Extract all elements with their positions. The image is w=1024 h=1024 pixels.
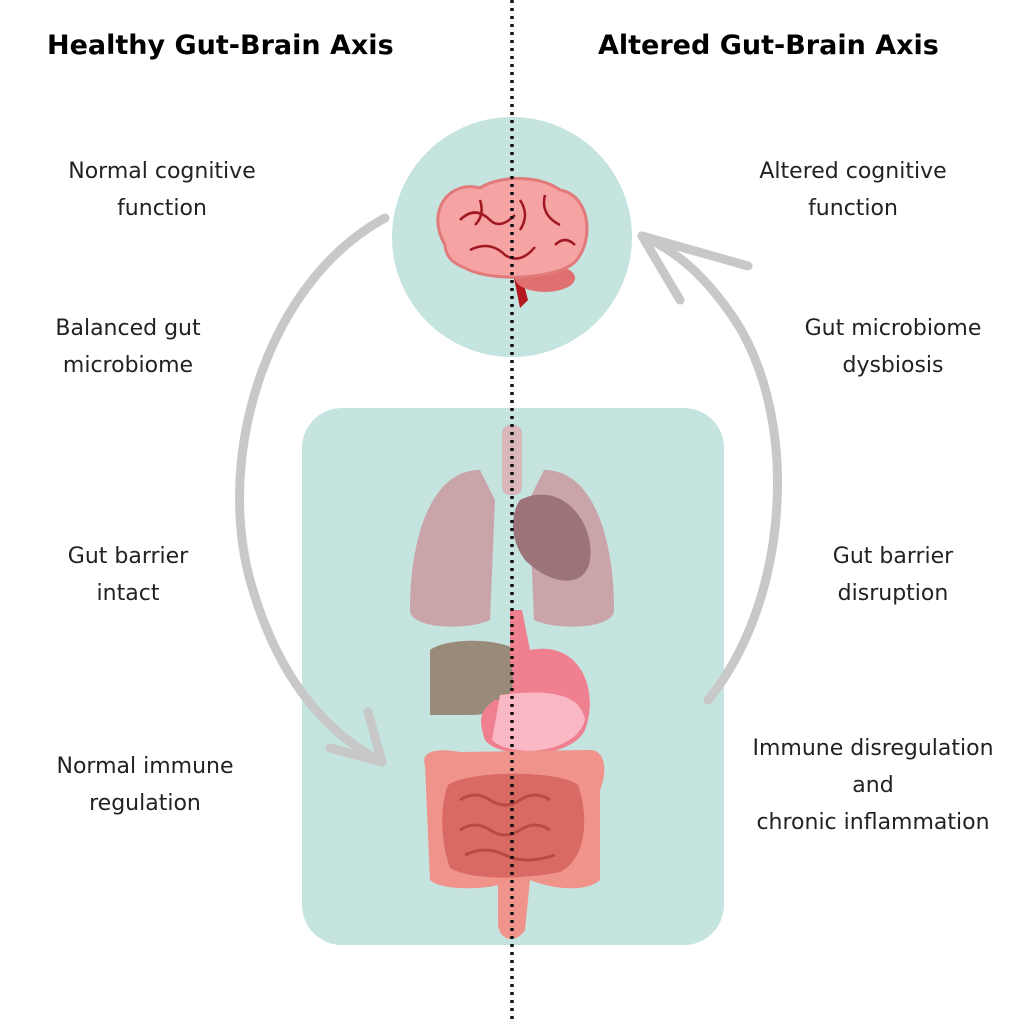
- label-line: Normal cognitive: [68, 159, 256, 184]
- left-title: Healthy Gut-Brain Axis: [47, 30, 394, 61]
- label-barrier-intact: Gut barrier intact: [68, 538, 188, 612]
- label-line: microbiome: [62, 353, 194, 378]
- label-line: Immune disregulation: [752, 736, 994, 761]
- label-line: function: [808, 196, 898, 221]
- label-line: intact: [96, 581, 160, 606]
- label-line: Gut barrier: [832, 544, 954, 569]
- label-line: Gut barrier: [67, 544, 189, 569]
- brain-icon: [436, 177, 589, 308]
- label-line: regulation: [89, 791, 201, 816]
- label-barrier-disruption: Gut barrier disruption: [833, 538, 953, 612]
- right-cycle-arrow: [637, 231, 782, 705]
- label-line: Altered cognitive: [759, 159, 947, 184]
- left-cycle-arrow: [235, 213, 390, 767]
- label-dysbiosis: Gut microbiome dysbiosis: [805, 310, 982, 384]
- label-line: Gut microbiome: [804, 316, 982, 341]
- label-balanced-microbiome: Balanced gut microbiome: [55, 310, 200, 384]
- label-altered-cognitive: Altered cognitive function: [759, 153, 946, 227]
- label-line: chronic inflammation: [756, 810, 990, 835]
- label-line: and: [852, 773, 894, 798]
- label-line: function: [117, 196, 207, 221]
- right-title: Altered Gut-Brain Axis: [598, 30, 939, 61]
- label-line: Balanced gut: [55, 316, 201, 341]
- label-line: disruption: [837, 581, 949, 606]
- label-immune-disregulation: Immune disregulation and chronic inflammat…: [752, 730, 993, 841]
- label-line: dysbiosis: [842, 353, 944, 378]
- label-normal-immune: Normal immune regulation: [57, 748, 234, 822]
- label-line: Normal immune: [56, 754, 234, 779]
- label-normal-cognitive: Normal cognitive function: [68, 153, 255, 227]
- lungs-heart-icon: [410, 425, 614, 627]
